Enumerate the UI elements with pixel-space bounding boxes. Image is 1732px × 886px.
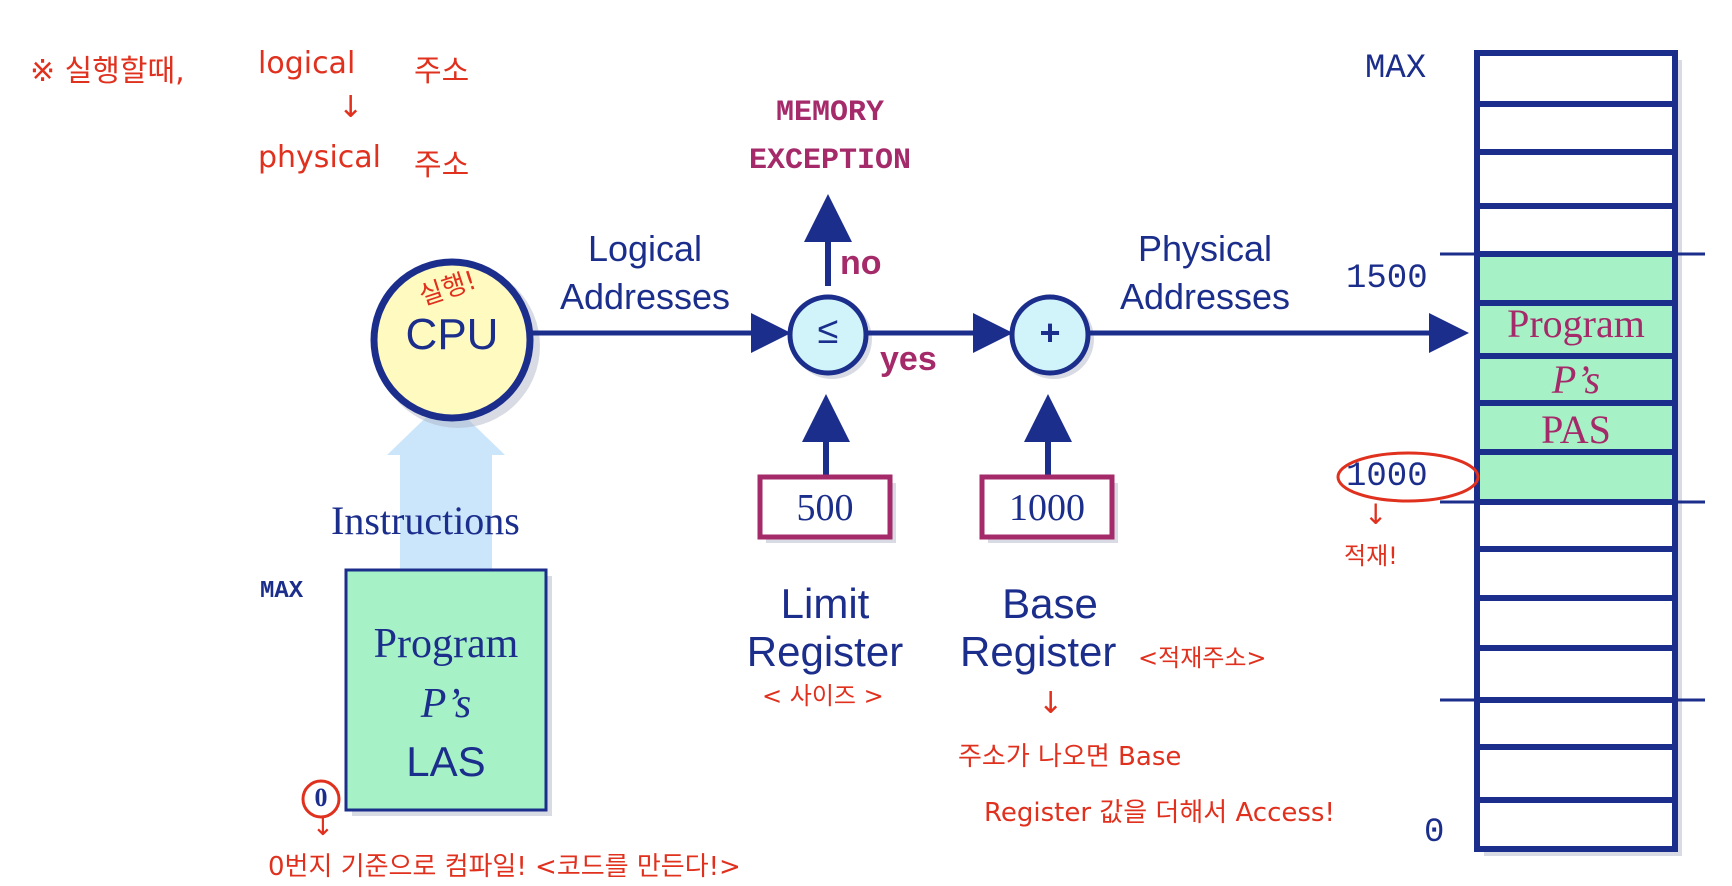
base-register-box [979,474,1115,540]
limit-register-line2: Register [746,628,904,675]
annotation-base-explain-1: 주소가 나오면 Base [958,742,1182,772]
annotation-limit-size: < 사이즈 > [762,682,884,710]
annotation-base-load-addr: <적재주소> [1138,644,1267,672]
compare-symbol: ≤ [817,310,839,352]
annotation-addr2: 주소 [414,148,470,183]
memory-exception-line1: MEMORY [775,96,885,130]
annotation-base-arrow: ↓ [1038,686,1064,721]
las-ps-label: P’s [420,681,472,727]
memory-0-label: 0 [1424,814,1445,852]
las-program-label: Program [373,621,519,667]
physical-addresses-line1: Physical [1137,228,1273,269]
pas-region [1480,254,1672,504]
add-symbol: + [1039,312,1061,353]
pas-pas-label: PAS [1541,407,1611,452]
cpu-circle [370,258,534,422]
limit-register-line1: Limit [780,580,870,627]
annotation-physical: physical [258,140,381,175]
circle-mark-zero [301,779,341,819]
annotation-base-explain-2: Register 값을 더해서 Access! [984,798,1335,828]
pas-program-label: Program [1507,301,1645,346]
base-register-line2: Register [960,628,1117,675]
las-zero-label: 0 [314,783,328,812]
memory-exception-line2: EXCEPTION [748,144,912,178]
annotation-logical: logical [258,46,356,81]
annotation-arrow-down: ↓ [338,90,364,125]
no-label: no [840,244,882,282]
las-box [344,568,548,812]
memory-max-label: MAX [1365,50,1427,88]
las-max-label: MAX [260,578,304,605]
pas-ps-label: P’s [1551,357,1601,402]
limit-register-value: 500 [796,487,854,529]
annotation-exec-note: ※ 실행할때, [30,54,185,89]
memory-1000-label: 1000 [1346,458,1428,496]
compare-circle [787,294,869,376]
limit-register-box [757,474,893,540]
las-las-label: LAS [406,738,486,785]
yes-label: yes [880,340,937,378]
annotation-load-note: 적재! [1344,542,1398,570]
logical-addresses-line2: Addresses [559,276,731,317]
logical-addresses-line1: Logical [587,228,703,269]
annotation-addr1: 주소 [414,54,470,89]
base-register-line1: Base [1002,580,1098,627]
cpu-label: CPU [405,310,499,359]
annotation-compile-arrow: ↓ [312,812,334,842]
instructions-arrow [387,398,505,570]
memory-1500-label: 1500 [1346,260,1428,298]
instructions-label: Instructions [331,498,520,543]
annotation-compile-note: 0번지 기준으로 컴파일! <코드를 만든다!> [268,852,741,882]
add-circle [1009,294,1091,376]
annotation-load-arrow: ↓ [1364,498,1388,531]
circle-mark-1000 [1336,451,1480,503]
physical-addresses-line2: Addresses [1119,276,1291,317]
base-register-value: 1000 [1009,487,1085,529]
